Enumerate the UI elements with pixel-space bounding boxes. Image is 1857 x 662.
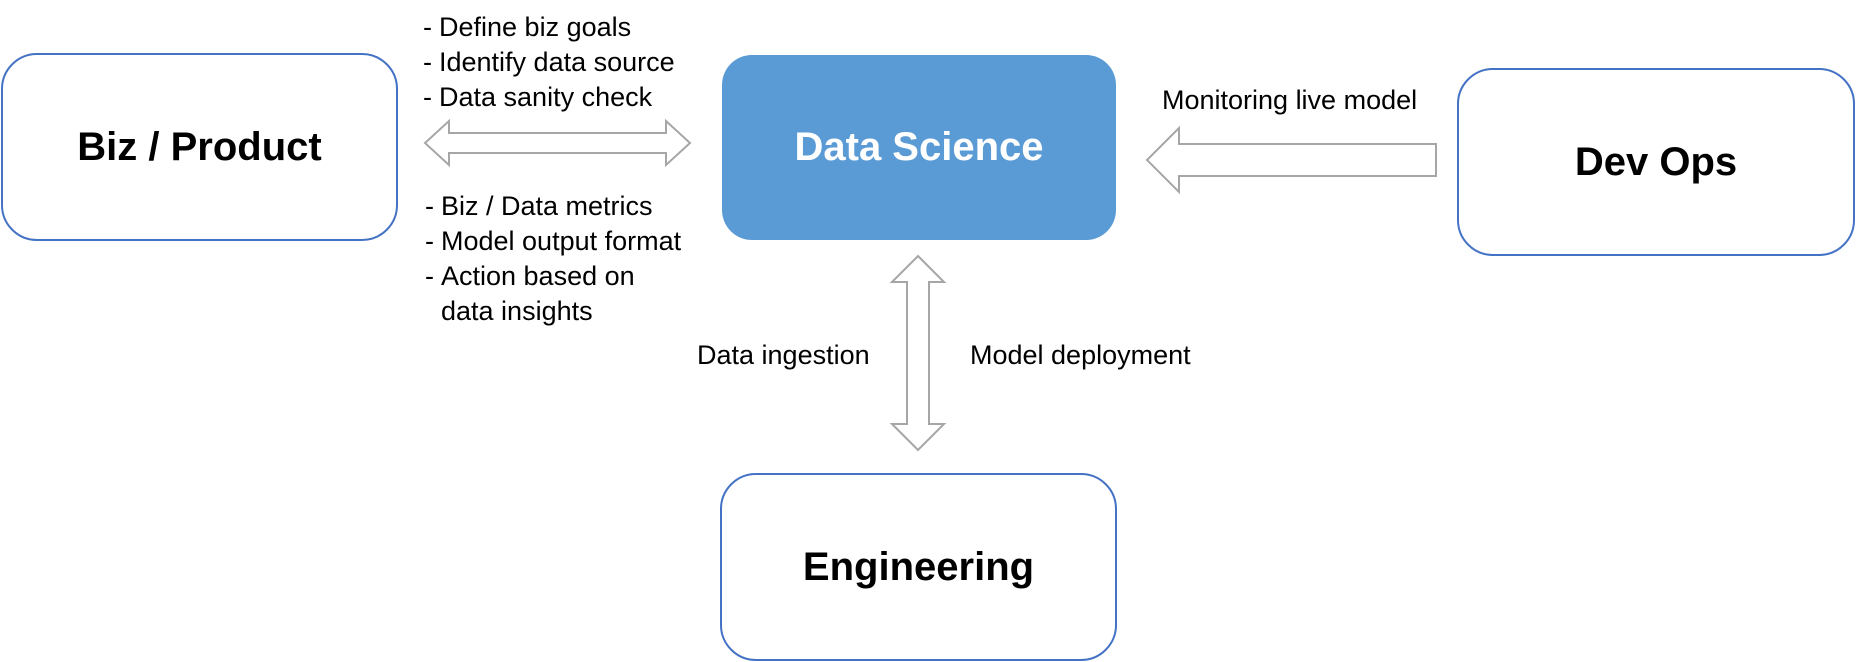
devops-ds-label: Monitoring live model <box>1162 85 1418 115</box>
biz-ds-double-arrow <box>423 118 692 168</box>
biz-ds-top-notes: -Define biz goals -Identify data source … <box>423 10 675 115</box>
ds-eng-double-arrow <box>889 254 947 452</box>
list-item: -Action based on <box>425 261 635 291</box>
node-dev-ops-label: Dev Ops <box>1574 139 1738 184</box>
list-item: -Model output format <box>425 226 682 256</box>
node-engineering: Engineering <box>720 473 1117 661</box>
list-item: -Data sanity check <box>423 82 653 112</box>
eng-ds-left-label: Data ingestion <box>697 340 870 370</box>
node-biz-product-label: Biz / Product <box>77 124 322 169</box>
node-data-science-label: Data Science <box>794 125 1044 169</box>
node-data-science: Data Science <box>722 55 1116 240</box>
list-item: -Biz / Data metrics <box>425 191 653 221</box>
biz-ds-bottom-notes: -Biz / Data metrics -Model output format… <box>425 189 681 329</box>
node-engineering-label: Engineering <box>802 544 1035 589</box>
eng-ds-right-label: Model deployment <box>970 340 1191 370</box>
list-item: -Define biz goals <box>423 12 632 42</box>
list-item: -Identify data source <box>423 47 675 77</box>
node-dev-ops: Dev Ops <box>1457 68 1855 256</box>
devops-ds-arrow <box>1145 125 1437 195</box>
list-item: data insights <box>441 296 593 326</box>
node-biz-product: Biz / Product <box>1 53 398 241</box>
